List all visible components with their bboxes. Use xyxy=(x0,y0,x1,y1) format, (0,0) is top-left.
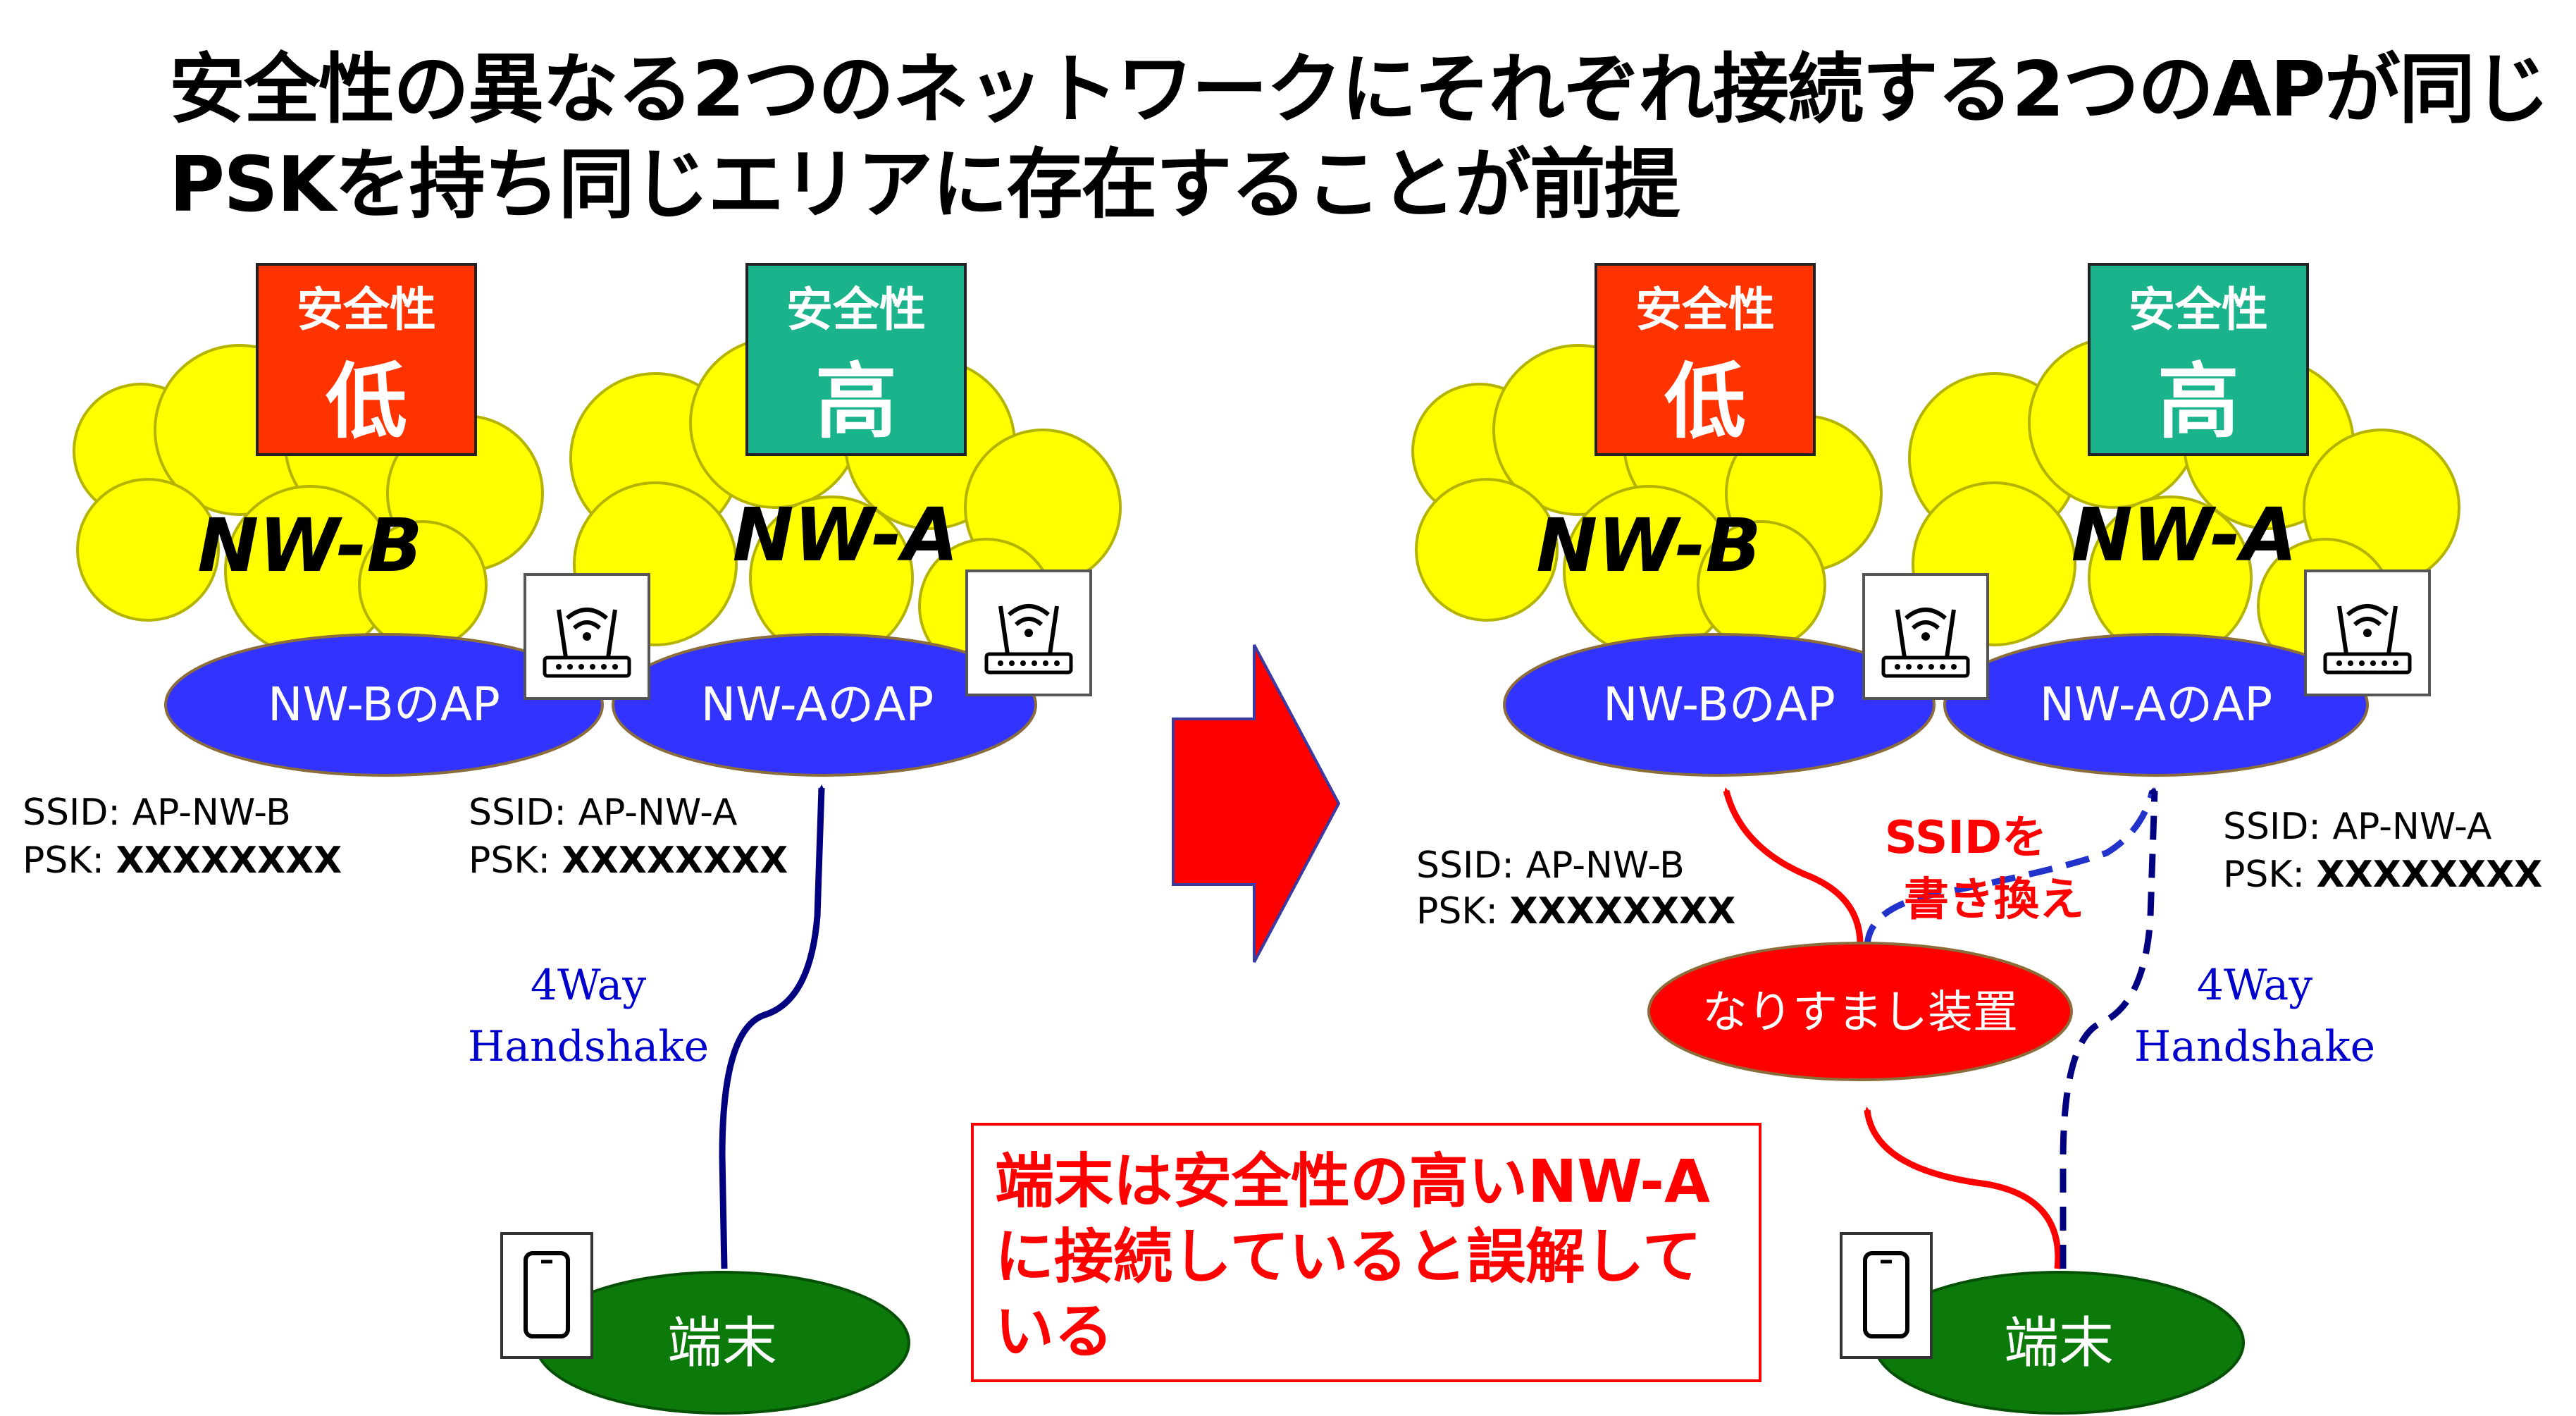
page-title: 安全性の異なる2つのネットワークにそれぞれ接続する2つのAPが同じ xyxy=(169,46,2550,134)
spoofer-label: なりすまし装置 xyxy=(1702,987,2018,1039)
psk-label: PSK: XXXXXXXX xyxy=(2223,854,2542,896)
left-panel: 安全性 低 安全性 高 NW-B NW-A NW-BのAP NW-AのAP SS… xyxy=(23,263,1122,1415)
warning-text: いる xyxy=(995,1297,1113,1366)
safety-level-high: 高 xyxy=(815,355,897,450)
right-panel: 安全性 低 安全性 高 NW-B NW-A NW-BのAP NW-AのAP SS… xyxy=(1411,263,2542,1415)
handshake-label: 4Way xyxy=(531,961,646,1010)
psk-label: PSK: XXXXXXXX xyxy=(23,839,342,882)
network-label-nw-b: NW-B xyxy=(1536,503,1761,589)
page-title: PSKを持ち同じエリアに存在することが前提 xyxy=(169,141,1680,229)
spoof-path-terminal xyxy=(1864,1107,2062,1269)
safety-badge-high xyxy=(745,263,967,456)
network-label-nw-a: NW-A xyxy=(733,492,959,578)
ap-label-nw-a: NW-AのAP xyxy=(701,677,934,732)
ssid-label-nw-a: SSID: AP-NW-A xyxy=(469,792,738,834)
wifi-router-icon xyxy=(1864,574,1988,698)
safety-badge-low xyxy=(1594,263,1816,456)
ap-ellipse-nw-b xyxy=(164,633,604,777)
warning-text: に接続していると誤解して xyxy=(995,1222,1702,1291)
spoofer-ellipse xyxy=(1647,942,2073,1081)
handshake-label: 4Way xyxy=(2197,961,2312,1010)
handshake-path xyxy=(719,784,825,1269)
terminal-label: 端末 xyxy=(667,1312,777,1375)
ssid-label-nw-a: SSID: AP-NW-A xyxy=(2223,806,2492,848)
smartphone-icon xyxy=(502,1233,592,1357)
safety-badge-label: 安全性 xyxy=(297,283,436,337)
ap-label-nw-a: NW-AのAP xyxy=(2040,677,2272,732)
ssid-label-nw-b: SSID: AP-NW-B xyxy=(1416,844,1685,887)
ssid-rewrite-label: 書き換え xyxy=(1904,874,2084,926)
ssid-rewrite-label: SSIDを xyxy=(1885,812,2047,864)
ssid-rewrite-path xyxy=(1864,787,2156,949)
safety-level-high: 高 xyxy=(2157,355,2239,450)
warning-box xyxy=(971,1123,1761,1382)
safety-badge-high xyxy=(2088,263,2309,456)
network-label-nw-b: NW-B xyxy=(197,503,423,589)
handshake-label: Handshake xyxy=(2134,1022,2375,1071)
safety-badge-low xyxy=(256,263,477,456)
safety-level-low: 低 xyxy=(326,355,407,450)
ap-ellipse-nw-a xyxy=(612,633,1037,777)
wifi-router-icon xyxy=(525,574,649,698)
safety-level-low: 低 xyxy=(1664,355,1746,450)
smartphone-icon xyxy=(1841,1233,1931,1357)
warning-text: 端末は安全性の高いNW-A xyxy=(995,1147,1710,1216)
safety-badge-label: 安全性 xyxy=(2129,283,2268,337)
network-label-nw-a: NW-A xyxy=(2072,492,2298,578)
handshake-path xyxy=(2060,787,2158,1269)
ap-label-nw-b: NW-BのAP xyxy=(268,677,500,732)
ap-ellipse-nw-a xyxy=(1943,633,2369,777)
terminal-label: 端末 xyxy=(2004,1312,2114,1375)
handshake-label: Handshake xyxy=(468,1022,709,1071)
wifi-router-icon xyxy=(967,571,1091,695)
ap-label-nw-b: NW-BのAP xyxy=(1603,677,1835,732)
ssid-label-nw-b: SSID: AP-NW-B xyxy=(23,792,291,834)
psk-label: PSK: XXXXXXXX xyxy=(469,839,788,882)
wifi-router-icon xyxy=(2305,571,2429,695)
spoof-path-ap-b xyxy=(1723,787,1864,945)
ap-ellipse-nw-b xyxy=(1503,633,1936,777)
psk-label: PSK: XXXXXXXX xyxy=(1416,890,1735,932)
safety-badge-label: 安全性 xyxy=(786,283,926,337)
safety-badge-label: 安全性 xyxy=(1635,283,1775,337)
right-arrow-icon xyxy=(1172,644,1341,963)
